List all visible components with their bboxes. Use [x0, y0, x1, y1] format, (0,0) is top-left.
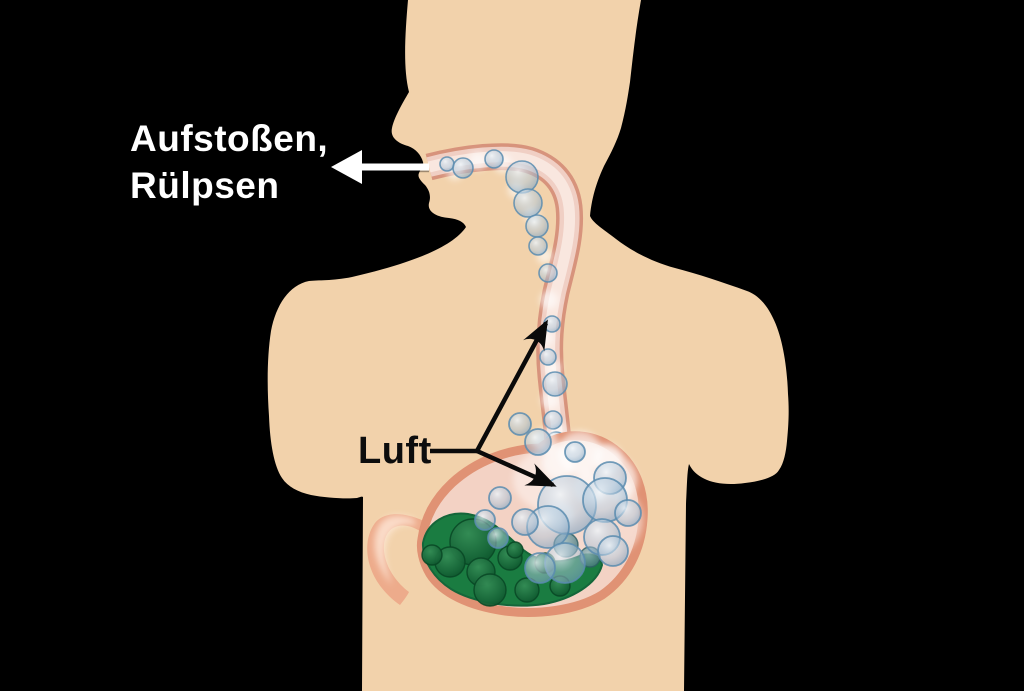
air-bubble	[474, 509, 496, 531]
luft-arrow-to-esophagus	[475, 319, 548, 453]
air-bubble	[439, 156, 455, 172]
air-bubble	[528, 236, 548, 256]
mouth-arrow	[331, 150, 429, 184]
esophagus	[425, 143, 584, 454]
air-bubble	[508, 412, 532, 436]
stomach-air-bubbles	[474, 412, 642, 584]
air-bubble	[614, 499, 642, 527]
air-bubble	[538, 263, 558, 283]
label-luft: Luft	[358, 430, 432, 472]
mouth-arrow-shadow	[357, 170, 429, 173]
content-bubble	[514, 577, 540, 603]
air-bubble	[484, 149, 504, 169]
esophagus-air-bubbles	[439, 149, 568, 453]
air-bubble	[487, 527, 509, 549]
air-bubble	[505, 160, 539, 194]
label-aufstossen-line2: Rülpsen	[130, 165, 279, 206]
air-bubble	[513, 188, 543, 218]
content-bubble	[473, 573, 507, 607]
air-bubble	[488, 486, 512, 510]
mouth-arrow-shaft	[357, 163, 429, 171]
air-bubble	[452, 157, 474, 179]
mouth-arrow-head	[331, 150, 362, 184]
air-bubble	[542, 371, 568, 397]
duodenum-highlight	[374, 515, 416, 585]
air-bubble	[597, 535, 629, 567]
luft-arrow-to-stomach	[476, 448, 557, 488]
air-bubble	[543, 410, 563, 430]
air-bubble	[524, 428, 552, 456]
air-bubble	[524, 552, 556, 584]
label-aufstossen-line1: Aufstoßen,	[130, 118, 328, 159]
air-bubble	[564, 441, 586, 463]
air-bubble	[511, 508, 539, 536]
luft-arrows	[430, 319, 557, 488]
content-bubble	[506, 541, 524, 559]
air-bubble	[525, 214, 549, 238]
content-bubble	[421, 544, 443, 566]
air-bubble	[539, 348, 557, 366]
stomach	[416, 412, 648, 617]
